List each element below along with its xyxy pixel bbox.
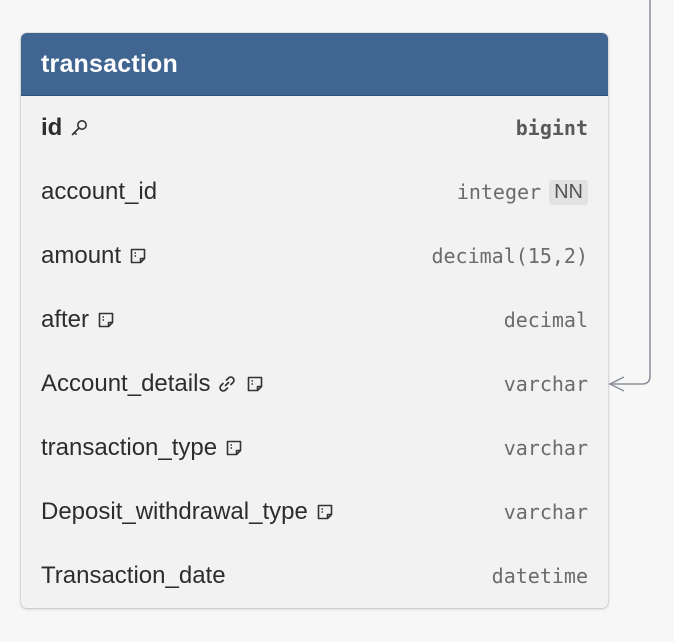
field-row-account-id[interactable]: account_id integer NN [21,160,608,224]
note-icon[interactable] [95,309,117,331]
field-type: decimal [503,308,588,332]
field-name: transaction_type [41,434,218,461]
field-type: decimal(15,2) [431,244,588,268]
table-title: transaction [41,49,178,78]
note-icon[interactable] [223,437,245,459]
link-icon[interactable] [216,373,238,395]
table-header[interactable]: transaction [21,33,608,96]
field-type: varchar [503,436,588,460]
field-name: id [41,114,63,141]
field-type: datetime [491,564,588,588]
note-icon[interactable] [244,373,266,395]
field-type: varchar [503,372,588,396]
field-name: Account_details [41,370,211,397]
field-row-transaction-type[interactable]: transaction_type varchar [21,416,608,480]
not-null-badge: NN [549,179,588,205]
field-row-amount[interactable]: amount decimal(15,2) [21,224,608,288]
field-type: integer [456,180,542,204]
key-icon [68,117,90,139]
field-row-after[interactable]: after decimal [21,288,608,352]
field-name: after [41,306,90,333]
field-list: id bigint account_id integer NN [21,96,608,608]
table-transaction[interactable]: transaction id bigint account_id [21,33,608,608]
field-row-account-details[interactable]: Account_details varchar [21,352,608,416]
note-icon[interactable] [314,501,336,523]
field-name: account_id [41,178,158,205]
crowfoot-many-icon [608,376,625,392]
field-type: bigint [515,116,588,140]
field-row-deposit-withdrawal-type[interactable]: Deposit_withdrawal_type varchar [21,480,608,544]
field-name: Transaction_date [41,562,226,589]
field-name: Deposit_withdrawal_type [41,498,308,525]
field-name: amount [41,242,122,269]
field-row-id[interactable]: id bigint [21,96,608,160]
note-icon[interactable] [127,245,149,267]
field-type: varchar [503,500,588,524]
field-row-transaction-date[interactable]: Transaction_date datetime [21,544,608,608]
